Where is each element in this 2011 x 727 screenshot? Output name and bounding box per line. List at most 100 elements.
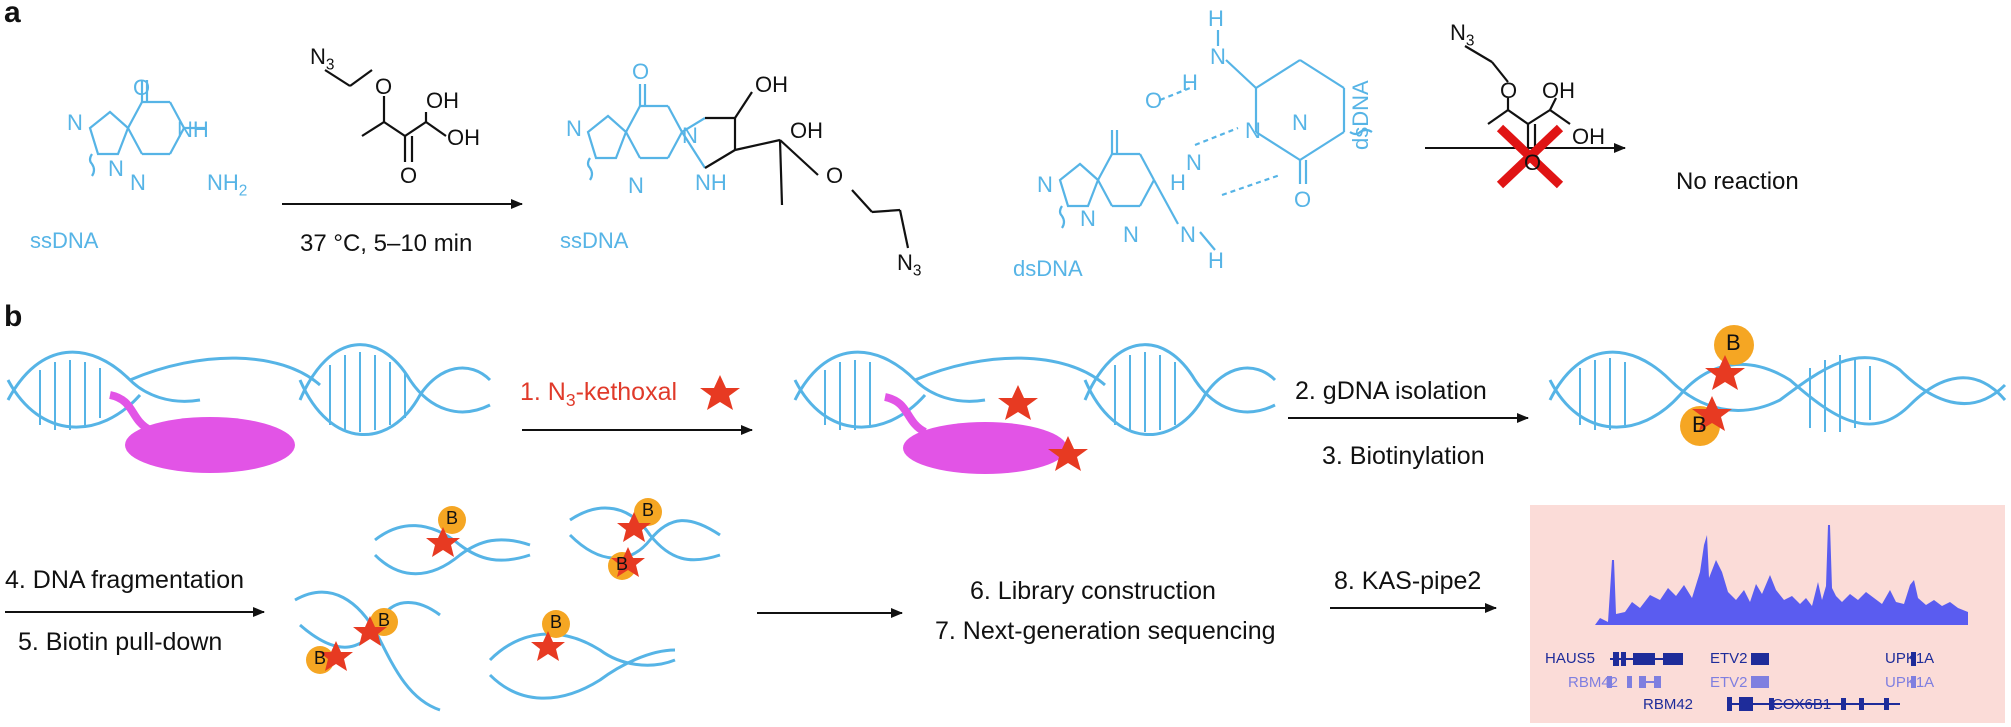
biotin-label-4: B xyxy=(642,500,655,520)
protein-tail-1 xyxy=(108,391,153,434)
step1-label: 1. N3-kethoxal xyxy=(520,378,678,410)
azide-label-2: N3 xyxy=(1450,20,1475,50)
step4-label: 4. DNA fragmentation xyxy=(5,566,245,594)
step5-label: 5. Biotin pull-down xyxy=(18,628,223,656)
protein-2 xyxy=(903,422,1067,474)
gene-label-upk1a-pale: UPK1A xyxy=(1885,674,1935,691)
biotin-label-6: B xyxy=(378,610,391,630)
step8-label: 8. KAS-pipe2 xyxy=(1334,567,1482,595)
step7-label: 7. Next-generation sequencing xyxy=(935,617,1276,645)
product-oh-1: OH xyxy=(755,72,788,97)
step3-label: 3. Biotinylation xyxy=(1322,442,1485,470)
gc-h-amine: H xyxy=(1182,70,1198,95)
dsdna-label-2: dsDNA xyxy=(1348,80,1373,150)
gc-h-g: H xyxy=(1170,170,1186,195)
biotin-label-3: B xyxy=(446,508,459,528)
gc-n3-c: N xyxy=(1245,118,1261,143)
product-nh: NH xyxy=(695,170,727,195)
gene-models-pale xyxy=(1607,676,1916,688)
gc-n9: N xyxy=(1080,206,1096,231)
biotin-1 xyxy=(1714,325,1754,365)
star-icon-g xyxy=(611,547,645,577)
fragments xyxy=(294,506,721,712)
chromatin-dna-1 xyxy=(6,343,492,437)
guanine-structure xyxy=(88,80,205,177)
gc-n1-c: N xyxy=(1292,110,1308,135)
gc-h-bottom: H xyxy=(1208,248,1224,273)
gc-n7: N xyxy=(1037,172,1053,197)
star-icon-a xyxy=(998,385,1038,420)
gc-o-c: O xyxy=(1294,187,1312,212)
gc-n3: N xyxy=(1123,222,1139,247)
gene-label-cox6b1: COX6B1 xyxy=(1772,696,1832,713)
guanine-n9: N xyxy=(108,156,124,181)
gene-models xyxy=(1610,652,1916,666)
biotin-4 xyxy=(634,498,662,526)
oh-label-4: OH xyxy=(1572,124,1605,149)
protein-1 xyxy=(125,417,295,473)
step6-label: 6. Library construction xyxy=(970,577,1216,605)
biotin-3 xyxy=(438,506,466,534)
gene-label-rbm42: RBM42 xyxy=(1643,696,1694,713)
star-icon-e xyxy=(426,527,460,557)
ether-o-2: O xyxy=(1500,78,1518,103)
ether-o-1: O xyxy=(375,74,393,99)
chromatin-dna-2 xyxy=(793,343,1277,437)
step2-label: 2. gDNA isolation xyxy=(1295,377,1487,405)
oh-label-1: OH xyxy=(426,88,459,113)
product-structure xyxy=(586,84,910,249)
biotin-label-8: B xyxy=(550,612,563,632)
biotin-label-1: B xyxy=(1726,330,1741,355)
star-icon-i xyxy=(319,641,353,671)
biotin-dna xyxy=(1548,350,2007,432)
gene-label-etv2: ETV2 xyxy=(1710,650,1748,667)
keto-o-1: O xyxy=(400,163,418,188)
product-n3: N xyxy=(628,173,644,198)
gc-n-amino: N xyxy=(1180,222,1196,247)
guanine-nh2: NH2 xyxy=(207,170,248,200)
biotin-label-7: B xyxy=(314,648,327,668)
product-ether-o: O xyxy=(826,163,844,188)
no-reaction-cross-icon xyxy=(1496,124,1564,189)
dsdna-label-1: dsDNA xyxy=(1013,256,1083,281)
gene-models-row3 xyxy=(1727,697,1900,711)
oh-label-2: OH xyxy=(447,125,480,150)
product-n1: N xyxy=(682,123,698,148)
product-oh-2: OH xyxy=(790,118,823,143)
kethoxal-structure-1 xyxy=(324,69,447,162)
oh-label-3: OH xyxy=(1542,78,1575,103)
kethoxal-structure-2 xyxy=(1464,45,1571,150)
guanine-o: O xyxy=(133,75,151,100)
panel-label-b: b xyxy=(4,300,23,333)
biotin-8 xyxy=(542,610,570,638)
guanine-nh: NH xyxy=(177,117,209,142)
keto-o-2: O xyxy=(1524,150,1542,175)
signal-track xyxy=(1595,525,1968,625)
gc-nh-g: N xyxy=(1186,150,1202,175)
gene-label-rbm42-pale: RBM42 xyxy=(1568,674,1619,691)
ssdna-label-1: ssDNA xyxy=(30,228,99,253)
star-icon-d xyxy=(1692,396,1732,431)
ssdna-label-2: ssDNA xyxy=(560,228,629,253)
product-n7: N xyxy=(566,116,582,141)
gc-o-guanine: O xyxy=(1145,88,1163,113)
gene-label-haus5: HAUS5 xyxy=(1545,650,1596,667)
gc-h-top: H xyxy=(1208,6,1224,31)
gc-base-pair xyxy=(1058,30,1373,251)
azide-label-1: N3 xyxy=(310,44,335,74)
star-icon-f xyxy=(617,512,651,542)
star-icon-c xyxy=(1705,355,1745,390)
gene-label-etv2-pale: ETV2 xyxy=(1710,674,1748,691)
conditions-label: 37 °C, 5–10 min xyxy=(300,230,473,257)
gene-label-upk1a: UPK1A xyxy=(1885,650,1935,667)
star-icon-h xyxy=(353,616,387,646)
gc-n-amine: N xyxy=(1210,44,1226,69)
biotin-label-2: B xyxy=(1692,412,1707,437)
protein-tail-2 xyxy=(883,393,928,436)
product-azide: N3 xyxy=(897,250,922,280)
no-reaction-label: No reaction xyxy=(1676,168,1799,195)
biotin-label-5: B xyxy=(616,554,629,574)
star-icon-b xyxy=(1048,436,1088,471)
